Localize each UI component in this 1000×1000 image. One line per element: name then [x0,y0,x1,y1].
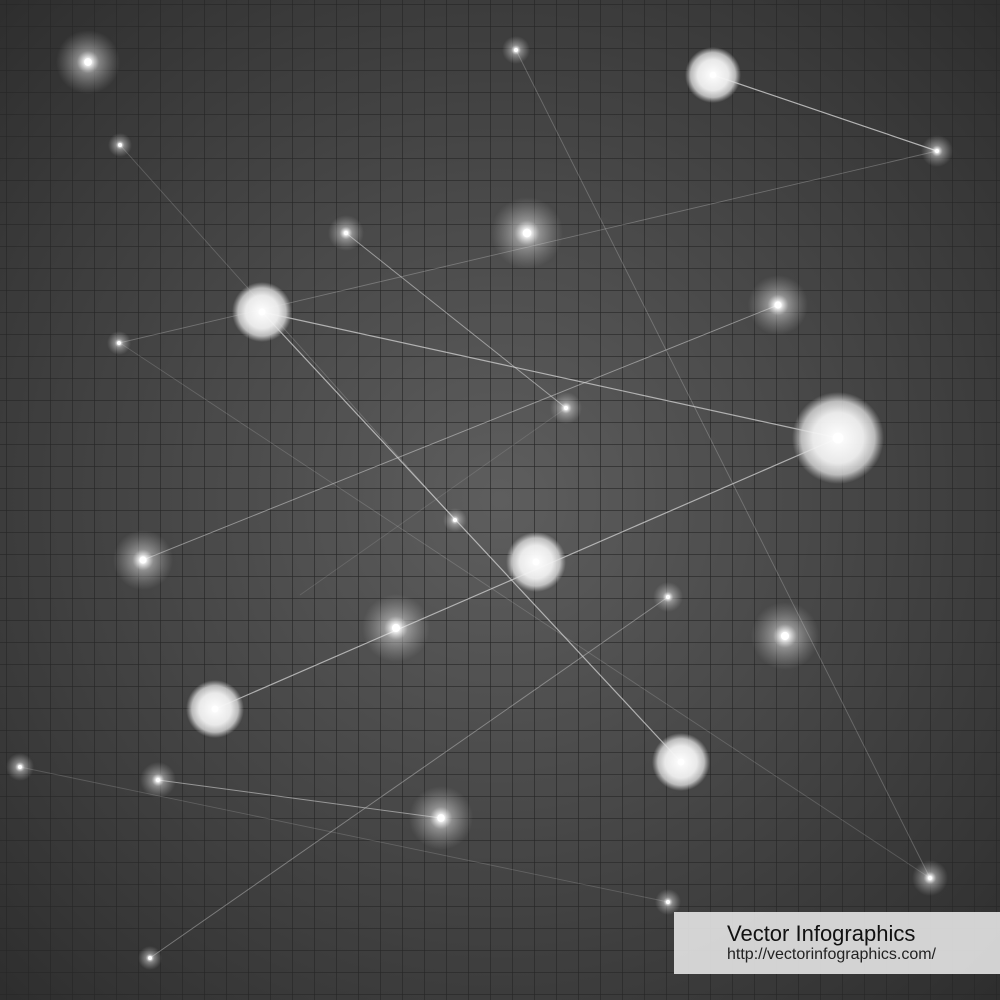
node-core [832,432,844,444]
connection-line [157,779,442,819]
node-core [514,48,518,52]
connection-line [119,342,931,879]
node-core [453,518,457,522]
node-core [774,301,782,309]
node-core [118,143,122,147]
connection-line [119,144,456,521]
node-core [343,230,349,236]
node-core [666,900,670,904]
node-core [437,814,445,822]
node-core [522,228,532,238]
node-core [927,875,933,881]
connection-line [345,232,567,409]
connection-line [142,304,779,561]
node-core [84,58,92,66]
node-core [677,758,685,766]
node-core [666,595,670,599]
node-core [780,631,790,641]
node-core [258,308,266,316]
node-core [564,406,568,410]
connection-line [261,311,682,763]
watermark-box: Vector Infographics http://vectorinfogra… [674,912,1000,974]
node-core [148,956,152,960]
connection-line [515,49,931,879]
connection-line [19,766,669,903]
watermark-title: Vector Infographics [727,921,916,946]
node-core [935,149,939,153]
node-core [391,623,401,633]
node-core [117,341,121,345]
glow-nodes [6,30,953,970]
connection-line [299,407,567,596]
connection-line [712,74,938,152]
connection-line [261,311,839,439]
node-core [18,765,22,769]
node-core [155,777,161,783]
connection-line [149,596,669,959]
watermark-url: http://vectorinfographics.com/ [727,946,936,963]
node-core [532,558,540,566]
node-core [709,71,717,79]
node-core [139,556,147,564]
node-core [211,705,219,713]
